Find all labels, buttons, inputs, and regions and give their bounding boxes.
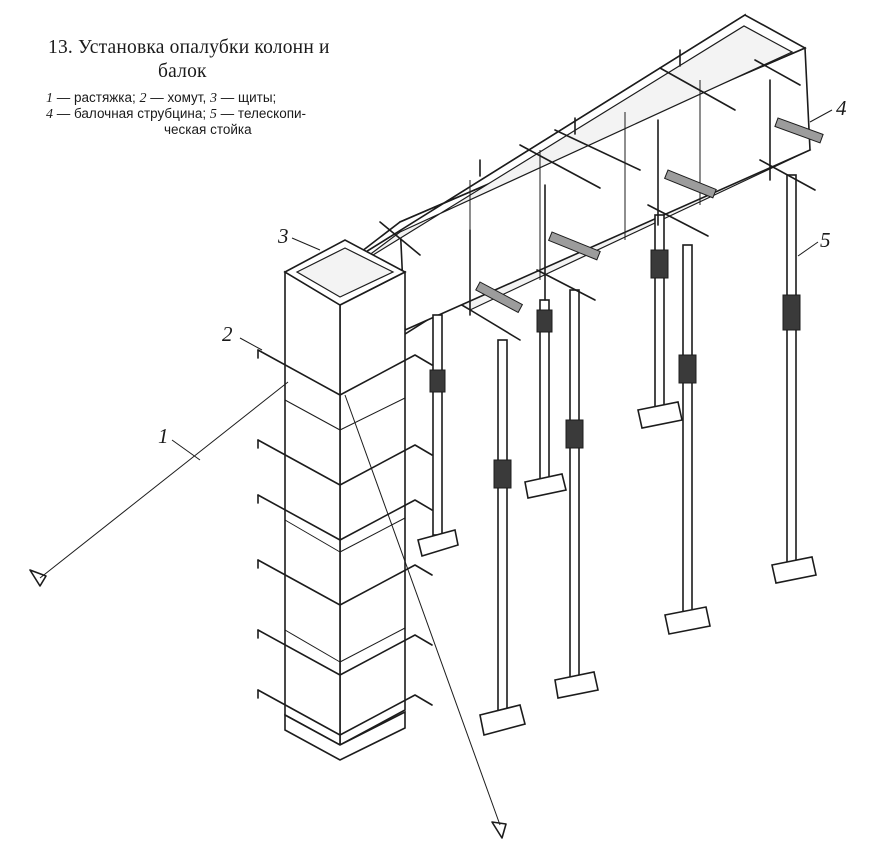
anchor-peg-bottom — [491, 821, 507, 839]
prop-b — [497, 339, 508, 721]
column-panel-joints — [284, 397, 406, 663]
callout-5: 5 — [820, 228, 831, 252]
column-right-face — [339, 270, 406, 747]
legend-row-1: 1 — растяжка; 2 — хомут, 3 — щиты; — [46, 90, 466, 106]
legend-number-3: 3 — [210, 91, 217, 106]
callout-3: 3 — [278, 224, 289, 248]
callout-1: 1 — [158, 424, 169, 448]
callout-2: 2 — [222, 322, 233, 346]
legend-text-3: — щиты; — [217, 90, 277, 105]
column-left-face — [284, 270, 341, 747]
beam-clamps — [461, 79, 824, 341]
beam-formwork — [339, 13, 812, 377]
legend-number-2: 2 — [139, 91, 147, 106]
beam-near-side-panel — [399, 46, 811, 332]
guy-wires — [29, 381, 507, 839]
callout-4: 4 — [836, 96, 847, 120]
prop-f — [682, 244, 693, 621]
prop-g — [786, 174, 797, 571]
figure-title-line1: 13. Установка опалубки колонн и — [48, 37, 330, 58]
prop-e — [654, 214, 665, 416]
callout-leaders — [171, 109, 833, 461]
prop-d — [569, 289, 580, 691]
figure-title-line2: балок — [158, 61, 207, 82]
legend-number-1: 1 — [46, 91, 53, 106]
legend-row-3: ческая стойка — [164, 122, 252, 137]
legend-row-2: 4 — балочная струбцина; 5 — телескопи- — [46, 106, 466, 122]
prop-a — [432, 314, 443, 536]
legend-text-5: — телескопи- — [216, 106, 307, 121]
figure-legend: 1 — растяжка; 2 — хомут, 3 — щиты; 4 — б… — [46, 90, 466, 137]
column-yokes — [257, 349, 433, 736]
telescopic-props — [417, 174, 817, 736]
beam-yokes — [379, 59, 801, 256]
anchor-peg-left — [29, 569, 47, 587]
column-formwork — [257, 239, 433, 761]
legend-number-5: 5 — [209, 107, 217, 122]
legend-text-1: — растяжка; — [53, 90, 140, 105]
figure-title: 13. Установка опалубки колонн и балок — [48, 36, 468, 84]
legend-text-4: — балочная струбцина; — [53, 106, 210, 121]
legend-number-4: 4 — [46, 107, 53, 122]
beam-inner-void — [351, 25, 794, 269]
legend-text-2: — хомут, — [146, 90, 210, 105]
